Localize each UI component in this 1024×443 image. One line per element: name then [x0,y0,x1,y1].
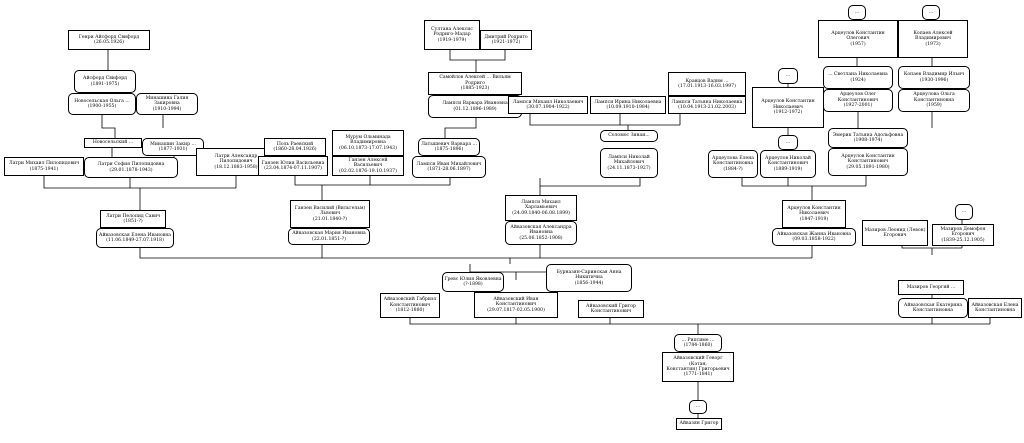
person-card[interactable]: Эмерик Татьяна Адольфовна (1908-1974) [828,128,908,148]
person-card-unknown[interactable]: ... [689,400,707,414]
person-card[interactable]: Лампси Михаил Харламьевич (24.09.1840-06… [505,195,577,221]
person-card[interactable]: Дмитрий Родриго (1921-1972) [480,30,532,50]
person-card[interactable]: Арцеулова Ольга Константиновна (1959) [898,89,970,112]
person-card[interactable]: Султана Алексис Родриго-Мадар (1919-1979… [424,20,480,50]
person-card[interactable]: Латышевич Варвара ... (1875-1896) [418,138,480,156]
person-card[interactable]: Арцеулов Константин Константинович (29.0… [828,148,908,176]
person-card[interactable]: Минашина Галия Закировна (1910-1994) [136,93,198,115]
person-card[interactable]: Айвазовская Жанна Ивановна (09.03.1858-1… [772,228,856,246]
person-card[interactable]: Ганзен Юлия Васильевна (23.04.1874-07.11… [258,156,328,176]
person-card[interactable]: Айвазовская Александра Ивановна (25.06.1… [505,221,577,245]
person-card[interactable]: Айвазовский Габриэл Константинович (1812… [380,293,440,318]
person-card[interactable]: Мазиров Георгий ... [898,280,964,295]
person-card[interactable]: Арцеулов Константин Николаевич (1847-191… [782,200,846,228]
connector [444,118,477,138]
person-card[interactable]: Копаев Владимир Ильич (1930-1996) [898,66,970,89]
person-card[interactable]: Латри София Пилопидовна (29.01.1878-1943… [84,157,178,178]
person-card[interactable]: Лампси Иван Михайлович (1871-28.06.1897) [412,156,486,178]
person-card[interactable]: Копаев Алексей Владимирович (1973) [898,20,968,58]
person-card[interactable]: Айвазовская Елена Константиновна [968,298,1022,318]
connector [294,176,451,186]
person-card[interactable]: Ганзен Василий (Вильгельм) Львович (21.0… [290,200,370,228]
person-card[interactable]: Латри Михаил Пилопидович (1875-1941) [4,157,84,176]
person-card-unknown[interactable]: ... [778,135,798,150]
person-card[interactable]: Арцеулова Елена Константиновна (1884-?) [708,150,758,178]
person-card[interactable]: Айсфорд Свифорд (1891-1975) [74,70,136,93]
connector [529,114,680,126]
person-card[interactable]: Кравцов Вадим ... (17.01.1913-16.03.1997… [668,72,746,96]
person-card[interactable]: Мазиров Демофон Егорович (1839-25.12.190… [932,224,994,246]
connector [409,318,990,325]
person-card[interactable]: Новосельская Ольга ... (1900-1955) [68,93,136,115]
connector [101,115,116,138]
person-card[interactable]: ... Светлана Николаевна (1924) [823,66,893,89]
person-card[interactable]: Айвазовский Иван Константинович (29.07.1… [474,292,558,318]
person-card-unknown[interactable]: ... [778,68,798,84]
person-card[interactable]: Мурум Ольминада Владимировна (06.10.1873… [332,130,404,156]
person-card-unknown[interactable]: ... [955,204,973,220]
person-card[interactable]: Айвазян Григор [676,418,722,430]
person-card[interactable]: Арцеулов Николай Константинович (1889-19… [760,150,816,178]
connector [449,50,506,61]
person-card[interactable]: Айвазовский Григор Константинович [578,300,644,318]
person-card[interactable]: Айвазовская Мария Ивановна (22.01.1851-?… [288,228,370,245]
connector [43,176,236,189]
person-card[interactable]: Арцеулов Константин Николаевич (1912-197… [752,87,824,128]
person-card[interactable]: Минашин Закир ... (1877-1931) [142,138,204,156]
person-card[interactable]: ... Рипсиме ... (1784-1860) [674,334,722,352]
connector [741,178,866,187]
connector [540,178,641,187]
person-card-unknown[interactable]: ... [922,5,940,20]
person-card[interactable]: Лампси Михаил Николаевич (30.07.1904-192… [508,96,588,114]
person-card[interactable]: Латри Пелопид Савич (1851-?) [100,210,166,228]
person-card[interactable]: Айвазовская Елена Ивановна (11.06.1849-2… [96,228,174,248]
person-card[interactable]: Айвазовская Екатерина Константиновна [898,298,968,318]
person-card[interactable]: Соломос Зинаи... [600,130,658,142]
person-card[interactable]: Ганзен Алексей Васильевич (02.02.1876-19… [332,156,404,176]
person-card[interactable]: Лампси Николай Михайлович (24.11.1873-19… [600,148,658,178]
person-card[interactable]: Новосельский ... [84,138,142,148]
person-card[interactable]: Лампси Варвара Ивановна (01.12.1896-1989… [428,95,522,118]
person-card[interactable]: Самойлов Алексей ... Вильям Родриго (188… [428,72,522,95]
person-card[interactable]: Гревс Юлия Яковлевна (?-1898) [442,272,504,292]
person-card[interactable]: Бурназян-Саринская Анна Никитична (1856-… [546,264,632,292]
person-card[interactable]: Лампси Татьяна Николаевна (10.04.1913-21… [668,96,746,114]
person-card[interactable]: Поль Раевский (1860-28.04.1926) [264,138,326,156]
person-card[interactable]: Айвазовский Геворг (Кэтан, Константин) Г… [662,352,734,382]
person-card[interactable]: Генри Айсфорд Свифорд (26.05.1926) [68,30,150,50]
person-card[interactable]: Мазиров Леонид (Левон) Егорович [862,220,928,246]
person-card[interactable]: Арцеулов Олег Константинович (1927-2001) [823,89,893,112]
person-card-unknown[interactable]: ... [848,5,866,20]
connector [139,248,812,259]
person-card[interactable]: Лампси Ирина Николаевна (10.09.1910-1984… [590,96,666,114]
person-card[interactable]: Арцеулов Константин Олегович (1957) [818,20,898,58]
